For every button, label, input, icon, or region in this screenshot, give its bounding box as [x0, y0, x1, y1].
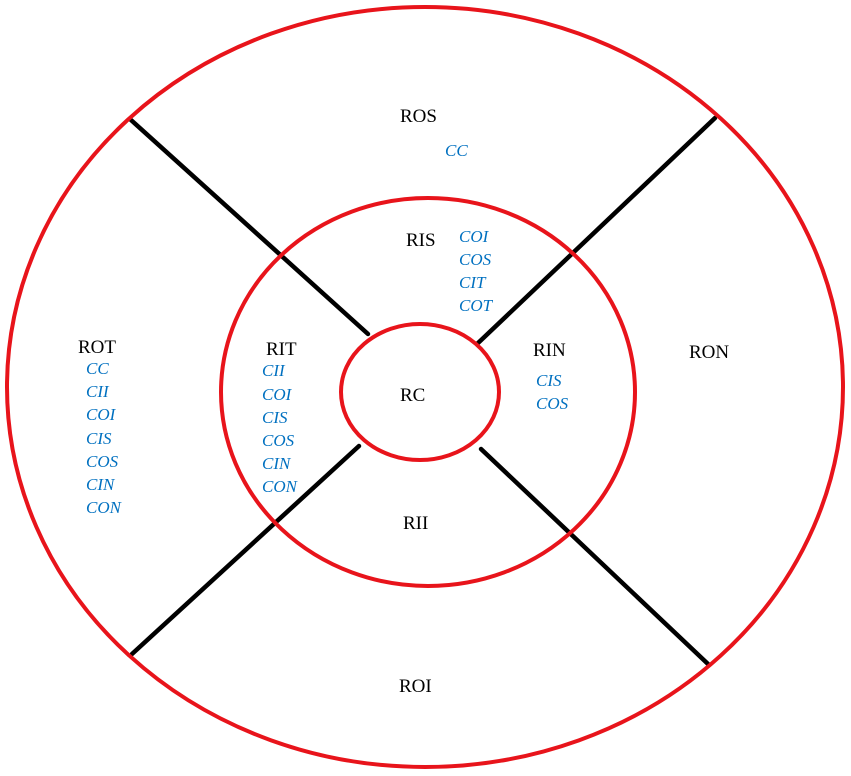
region-label-rot: ROT: [78, 337, 116, 358]
ris-item: COS: [459, 250, 492, 269]
region-label-rc: RC: [400, 385, 425, 406]
outer-ring: [5, 5, 845, 769]
rot-item: CON: [86, 498, 123, 517]
rin-item: COS: [536, 394, 569, 413]
region-label-ris: RIS: [406, 230, 436, 251]
ros-item: CC: [445, 141, 468, 160]
rot-item: CII: [86, 382, 110, 401]
rot-item: COI: [86, 405, 117, 424]
inner-ring: [339, 322, 501, 462]
rin-item: CIS: [536, 371, 562, 390]
divider-upper-right: [474, 115, 718, 347]
dividers: [128, 115, 718, 667]
rit-item: CII: [262, 361, 286, 380]
rot-item: COS: [86, 452, 119, 471]
region-label-rii: RII: [403, 513, 428, 534]
rot-item: CC: [86, 359, 109, 378]
ris-item: COI: [459, 227, 490, 246]
divider-upper-left: [128, 117, 371, 337]
rit-item: CON: [262, 477, 299, 496]
divider-lower-right: [478, 446, 711, 667]
rot-item: CIS: [86, 429, 112, 448]
ris-item: CIT: [459, 273, 487, 292]
rit-item: COI: [262, 385, 293, 404]
region-label-rit: RIT: [266, 339, 297, 360]
rot-item: CIN: [86, 475, 116, 494]
region-label-roi: ROI: [399, 676, 432, 697]
region-label-ron: RON: [689, 342, 729, 363]
rit-item: COS: [262, 431, 295, 450]
rit-item: CIS: [262, 408, 288, 427]
rit-item: CIN: [262, 454, 292, 473]
ris-item: COT: [459, 296, 494, 315]
region-label-ros: ROS: [400, 106, 437, 127]
divider-lower-left: [129, 443, 362, 657]
middle-ring: [219, 196, 637, 588]
region-label-rin: RIN: [533, 340, 566, 361]
